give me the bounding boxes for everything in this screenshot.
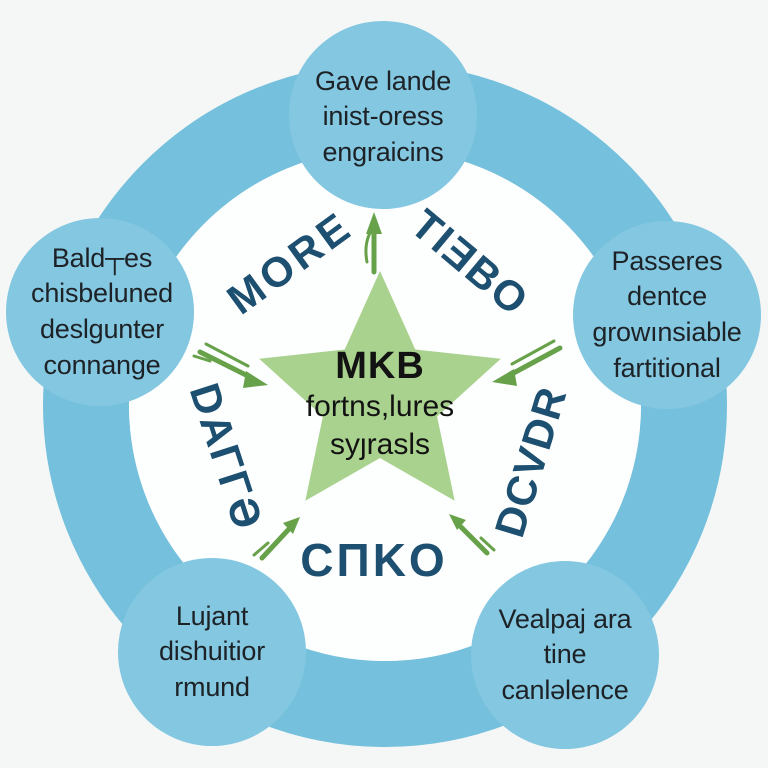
arrow-up-right-icon bbox=[252, 517, 300, 561]
arrow-up-icon bbox=[364, 212, 382, 275]
star-subtitle-line2: syȷrasls bbox=[329, 427, 430, 461]
center-star bbox=[259, 271, 501, 501]
node-label-bottom-right: Vealpaj ara tine canlǝlence bbox=[498, 603, 632, 705]
node-label-top: Gave lande inist-oress engraicins bbox=[314, 65, 452, 167]
ring-label-bottom: CΠKO bbox=[300, 534, 448, 586]
node-label-bottom-left: Lujant dishuitior rmund bbox=[158, 600, 266, 702]
node-label-right: Passeres dentce growınsiable fartitional bbox=[592, 245, 742, 383]
star-title: MKB bbox=[335, 345, 425, 387]
arrow-right-icon bbox=[192, 342, 268, 388]
arrow-left-icon bbox=[492, 339, 563, 386]
star-text-block: MKB fortns,lures syȷrasls bbox=[270, 345, 490, 463]
node-circle-top bbox=[289, 21, 477, 209]
node-circle-right bbox=[573, 221, 761, 409]
node-circle-bottom-left bbox=[118, 558, 306, 746]
node-circle-bottom-right bbox=[471, 561, 659, 749]
star-subtitle-line1: fortns,lures bbox=[305, 390, 455, 423]
node-label-left: Bald┬es chisbeluned deslgunter connange bbox=[31, 242, 173, 380]
arrow-up-left-icon bbox=[449, 514, 496, 556]
node-circle-left bbox=[6, 218, 194, 406]
